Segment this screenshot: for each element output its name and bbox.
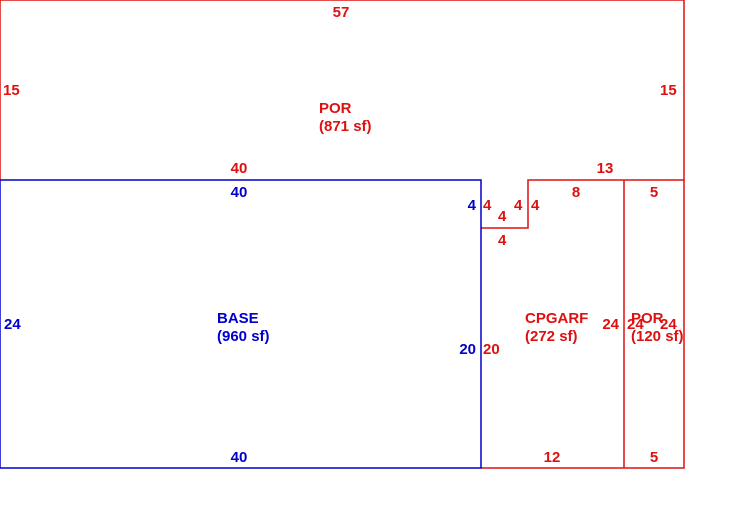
por-small-dim-left: 24 [627,316,644,333]
base-area: (960 sf) [217,328,270,345]
por-top-outline [0,0,685,180]
cpgarf-step-dim-4: 4 [531,197,540,214]
cpgarf-outline [481,179,685,469]
por-small-name: POR [631,310,664,327]
por-top-name: POR [319,100,352,117]
cpgarf-step-dim-2: 4 [498,208,507,225]
cpgarf-dim-top-overall: 13 [597,160,614,177]
cpgarf-step-dim-5: 4 [498,232,507,249]
cpgarf-name: CPGARF [525,310,588,327]
base-dim-right-upper: 4 [468,197,477,214]
base-dim-top: 40 [231,184,248,201]
cpgarf-step-dim-1: 4 [483,197,492,214]
por-small-area: (120 sf) [631,328,684,345]
cpgarf-dim-top-step: 8 [572,184,580,201]
base-outline [0,179,482,469]
base-dim-left: 24 [4,316,21,333]
por-small-dim-bottom: 5 [650,449,658,466]
base-name: BASE [217,310,259,327]
base-dim-right-lower: 20 [459,341,476,358]
cpgarf-dim-bottom: 12 [544,449,561,466]
por-top-dim-bottom: 40 [231,160,248,177]
por-top-area: (871 sf) [319,118,372,135]
cpgarf-step-dim-3: 4 [514,197,523,214]
cpgarf-dim-left: 20 [483,341,500,358]
por-top-dim-right: 15 [660,82,677,99]
cpgarf-area: (272 sf) [525,328,578,345]
por-top-dim-left: 15 [3,82,20,99]
base-dim-bottom: 40 [231,449,248,466]
por-top-dim-top: 57 [333,4,350,21]
cpgarf-dim-right: 24 [602,316,619,333]
por-small-dim-top: 5 [650,184,658,201]
por-small-dim-right: 24 [660,316,677,333]
